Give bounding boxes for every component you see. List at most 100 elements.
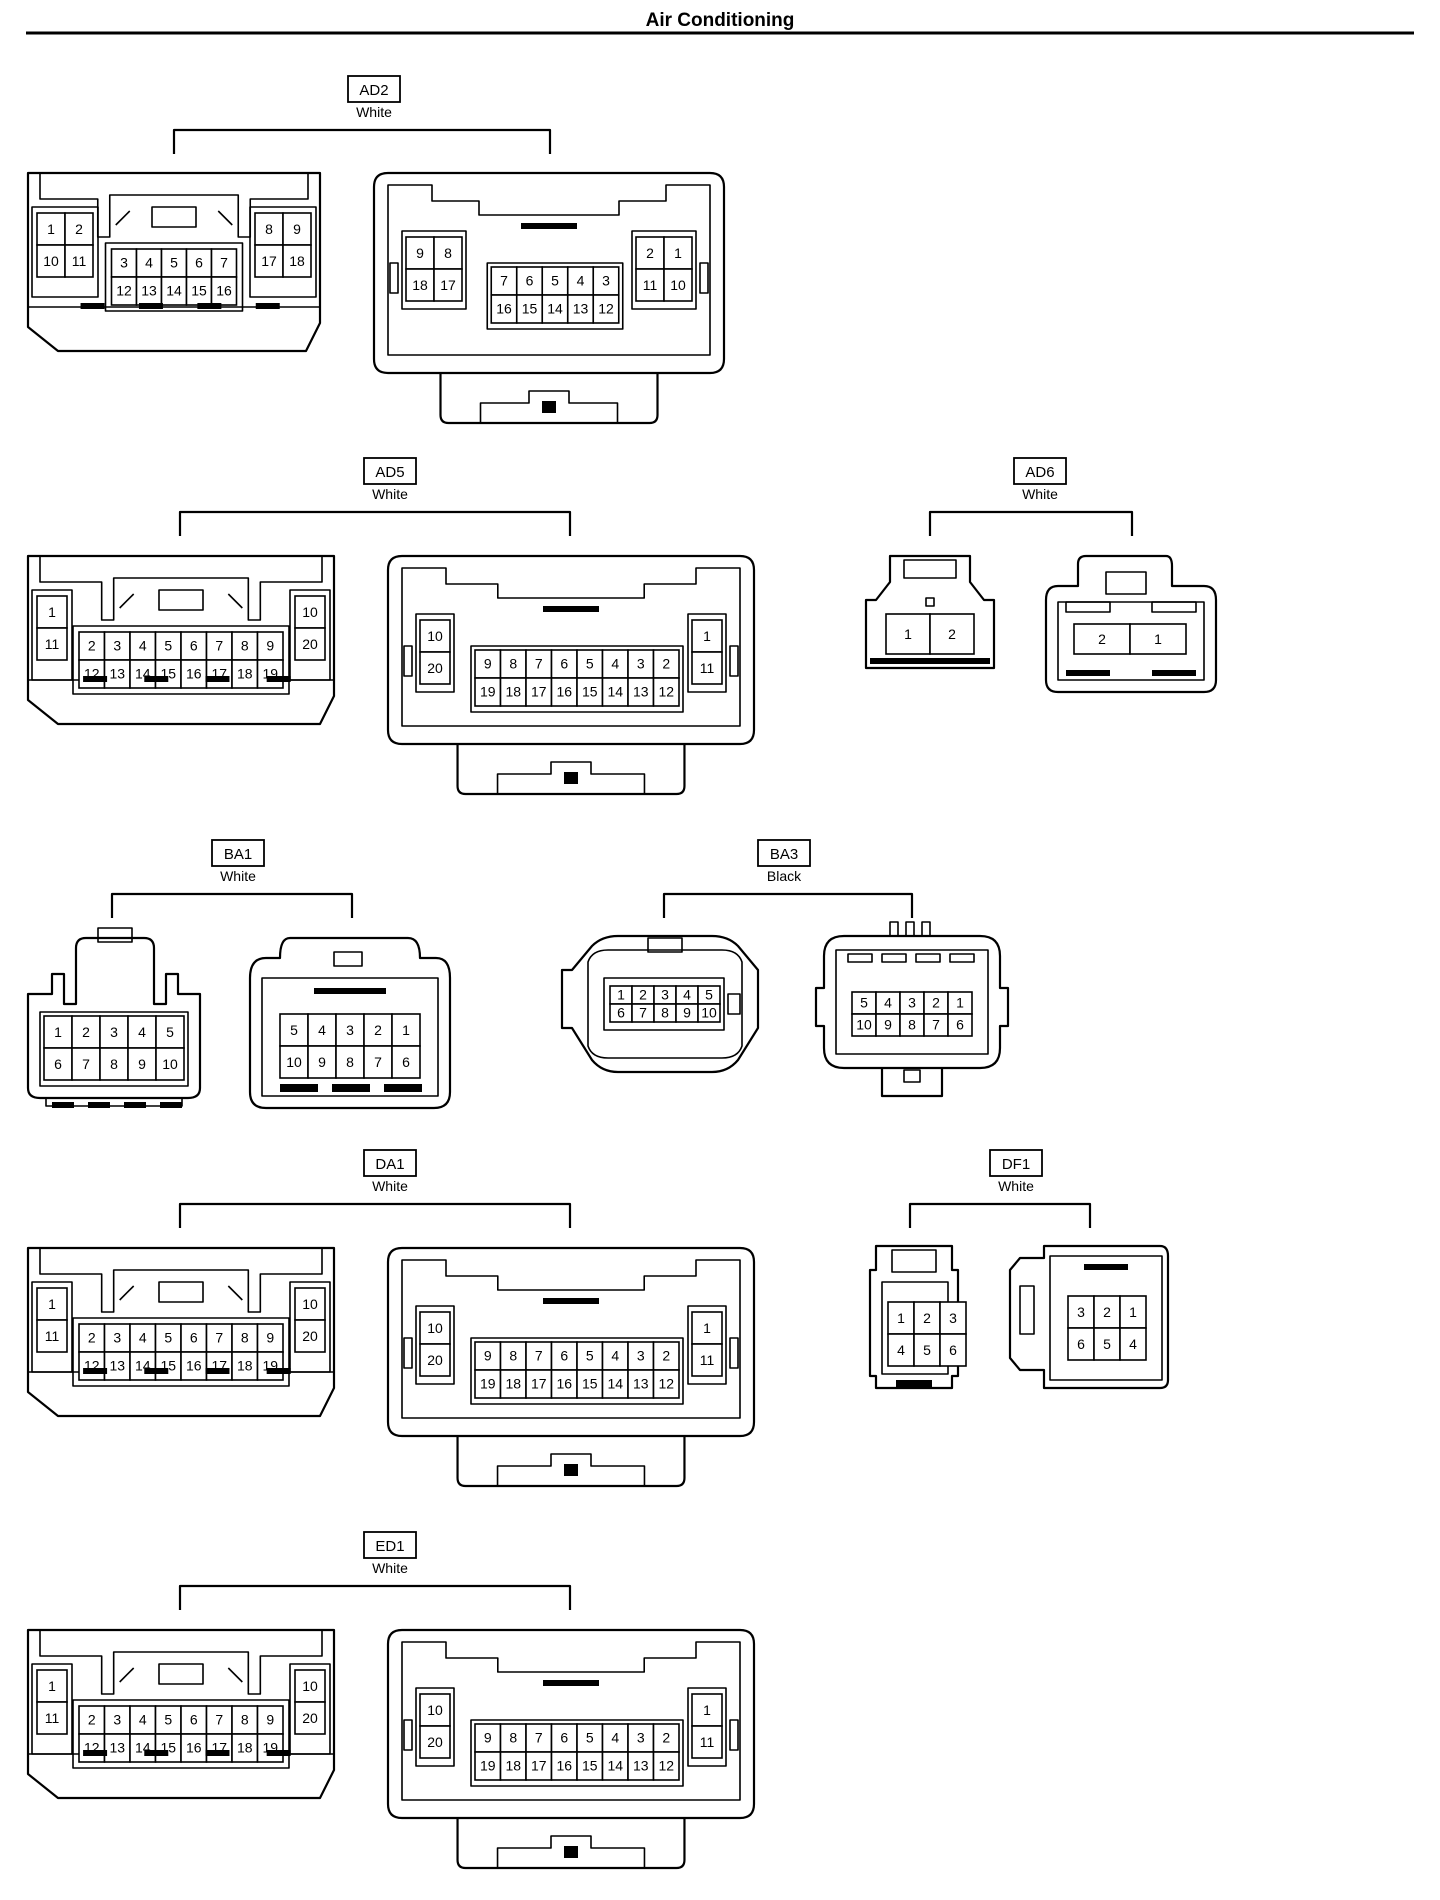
pin-label: 11 [700, 660, 715, 676]
pin-label: 8 [509, 1348, 517, 1364]
housing-outline [39, 556, 323, 621]
latch-tab [97, 927, 133, 943]
pin-label: 18 [237, 1740, 253, 1756]
pin-label: 9 [484, 1348, 492, 1364]
housing-outline [227, 1285, 243, 1301]
pin-label: 5 [860, 995, 868, 1011]
pin-label: 4 [318, 1022, 326, 1038]
side-block [249, 206, 317, 298]
pin-label: 5 [586, 1730, 594, 1746]
pin-cell [550, 677, 578, 707]
guide-rib [896, 1380, 932, 1388]
housing-outline [496, 761, 646, 794]
pin-label: 9 [138, 1056, 146, 1072]
pin-label: 8 [908, 1017, 916, 1033]
pin-cell [1129, 623, 1187, 655]
pin-label: 16 [556, 1376, 572, 1392]
side-tab [403, 1719, 413, 1751]
guide-rib [88, 1102, 110, 1108]
side-tab [729, 1337, 739, 1369]
diagram-title: Air Conditioning [646, 10, 795, 31]
pin-cell [185, 276, 213, 306]
connector-bracket [110, 892, 354, 918]
terminal-post [889, 921, 899, 937]
pin-label: 19 [480, 1758, 496, 1774]
pin-label: 10 [302, 1296, 318, 1312]
connector-code-box [363, 1149, 417, 1177]
latch-tab [151, 206, 197, 228]
pin-label: 1 [48, 604, 56, 620]
pin-cell [391, 1045, 421, 1079]
pin-label: 7 [932, 1017, 940, 1033]
pin-label: 5 [1103, 1336, 1111, 1352]
pin-cell [405, 236, 435, 270]
pin-cell [155, 1047, 185, 1081]
pin-label: 1 [402, 1022, 410, 1038]
connector-code-box [363, 1531, 417, 1559]
housing-outline [115, 210, 131, 226]
pin-label: 17 [531, 1376, 547, 1392]
pin-cell [652, 1369, 680, 1399]
lock-tab [564, 1464, 578, 1476]
inner-frame [1049, 1255, 1163, 1381]
pin-label: 1 [674, 245, 682, 261]
pin-label: 4 [139, 1712, 147, 1728]
pin-cell [601, 1751, 629, 1781]
pin-label: 7 [220, 255, 228, 271]
housing-outline [401, 1641, 741, 1801]
pin-label: 16 [186, 1740, 202, 1756]
pin-label: 7 [639, 1005, 647, 1021]
connector-color: White [356, 104, 392, 120]
pin-grid: 111 [691, 619, 723, 685]
pin-label: 9 [484, 1730, 492, 1746]
pin-label: 2 [88, 638, 96, 654]
housing-outline [26, 1628, 336, 1800]
pin-label: 2 [88, 1330, 96, 1346]
housing-outline [119, 1285, 135, 1301]
pin-cell [550, 1723, 578, 1753]
pin-label: 18 [237, 1358, 253, 1374]
pin-label: 9 [683, 1005, 691, 1021]
pin-cell [887, 1333, 915, 1367]
pin-cell [254, 244, 284, 278]
housing-outline [372, 171, 726, 375]
pin-label: 13 [109, 666, 125, 682]
guide-rib [1151, 601, 1197, 613]
pin-cell [160, 276, 188, 306]
pin-cell [64, 244, 94, 278]
guide-rib [881, 953, 907, 963]
pin-label: 13 [633, 1758, 649, 1774]
pin-grid: 111 [36, 1287, 68, 1353]
pin-label: 11 [700, 1734, 715, 1750]
pin-label: 4 [1129, 1336, 1137, 1352]
pin-cell [294, 1319, 326, 1353]
pin-label: 3 [113, 1712, 121, 1728]
pin-label: 3 [637, 1348, 645, 1364]
pin-label: 3 [661, 987, 669, 1003]
side-tab [729, 645, 739, 677]
pin-label: 10 [670, 277, 686, 293]
pin-label: 2 [662, 1730, 670, 1746]
pin-label: 13 [141, 283, 157, 299]
pin-cell [294, 1287, 326, 1321]
pin-label: 7 [374, 1054, 382, 1070]
side-block [289, 1281, 331, 1373]
connector-code-box [989, 1149, 1043, 1177]
pin-label: 6 [1077, 1336, 1085, 1352]
pin-cell [652, 1723, 680, 1753]
pin-label: 7 [535, 656, 543, 672]
pin-label: 7 [215, 1330, 223, 1346]
connector-bracket [178, 1584, 572, 1610]
